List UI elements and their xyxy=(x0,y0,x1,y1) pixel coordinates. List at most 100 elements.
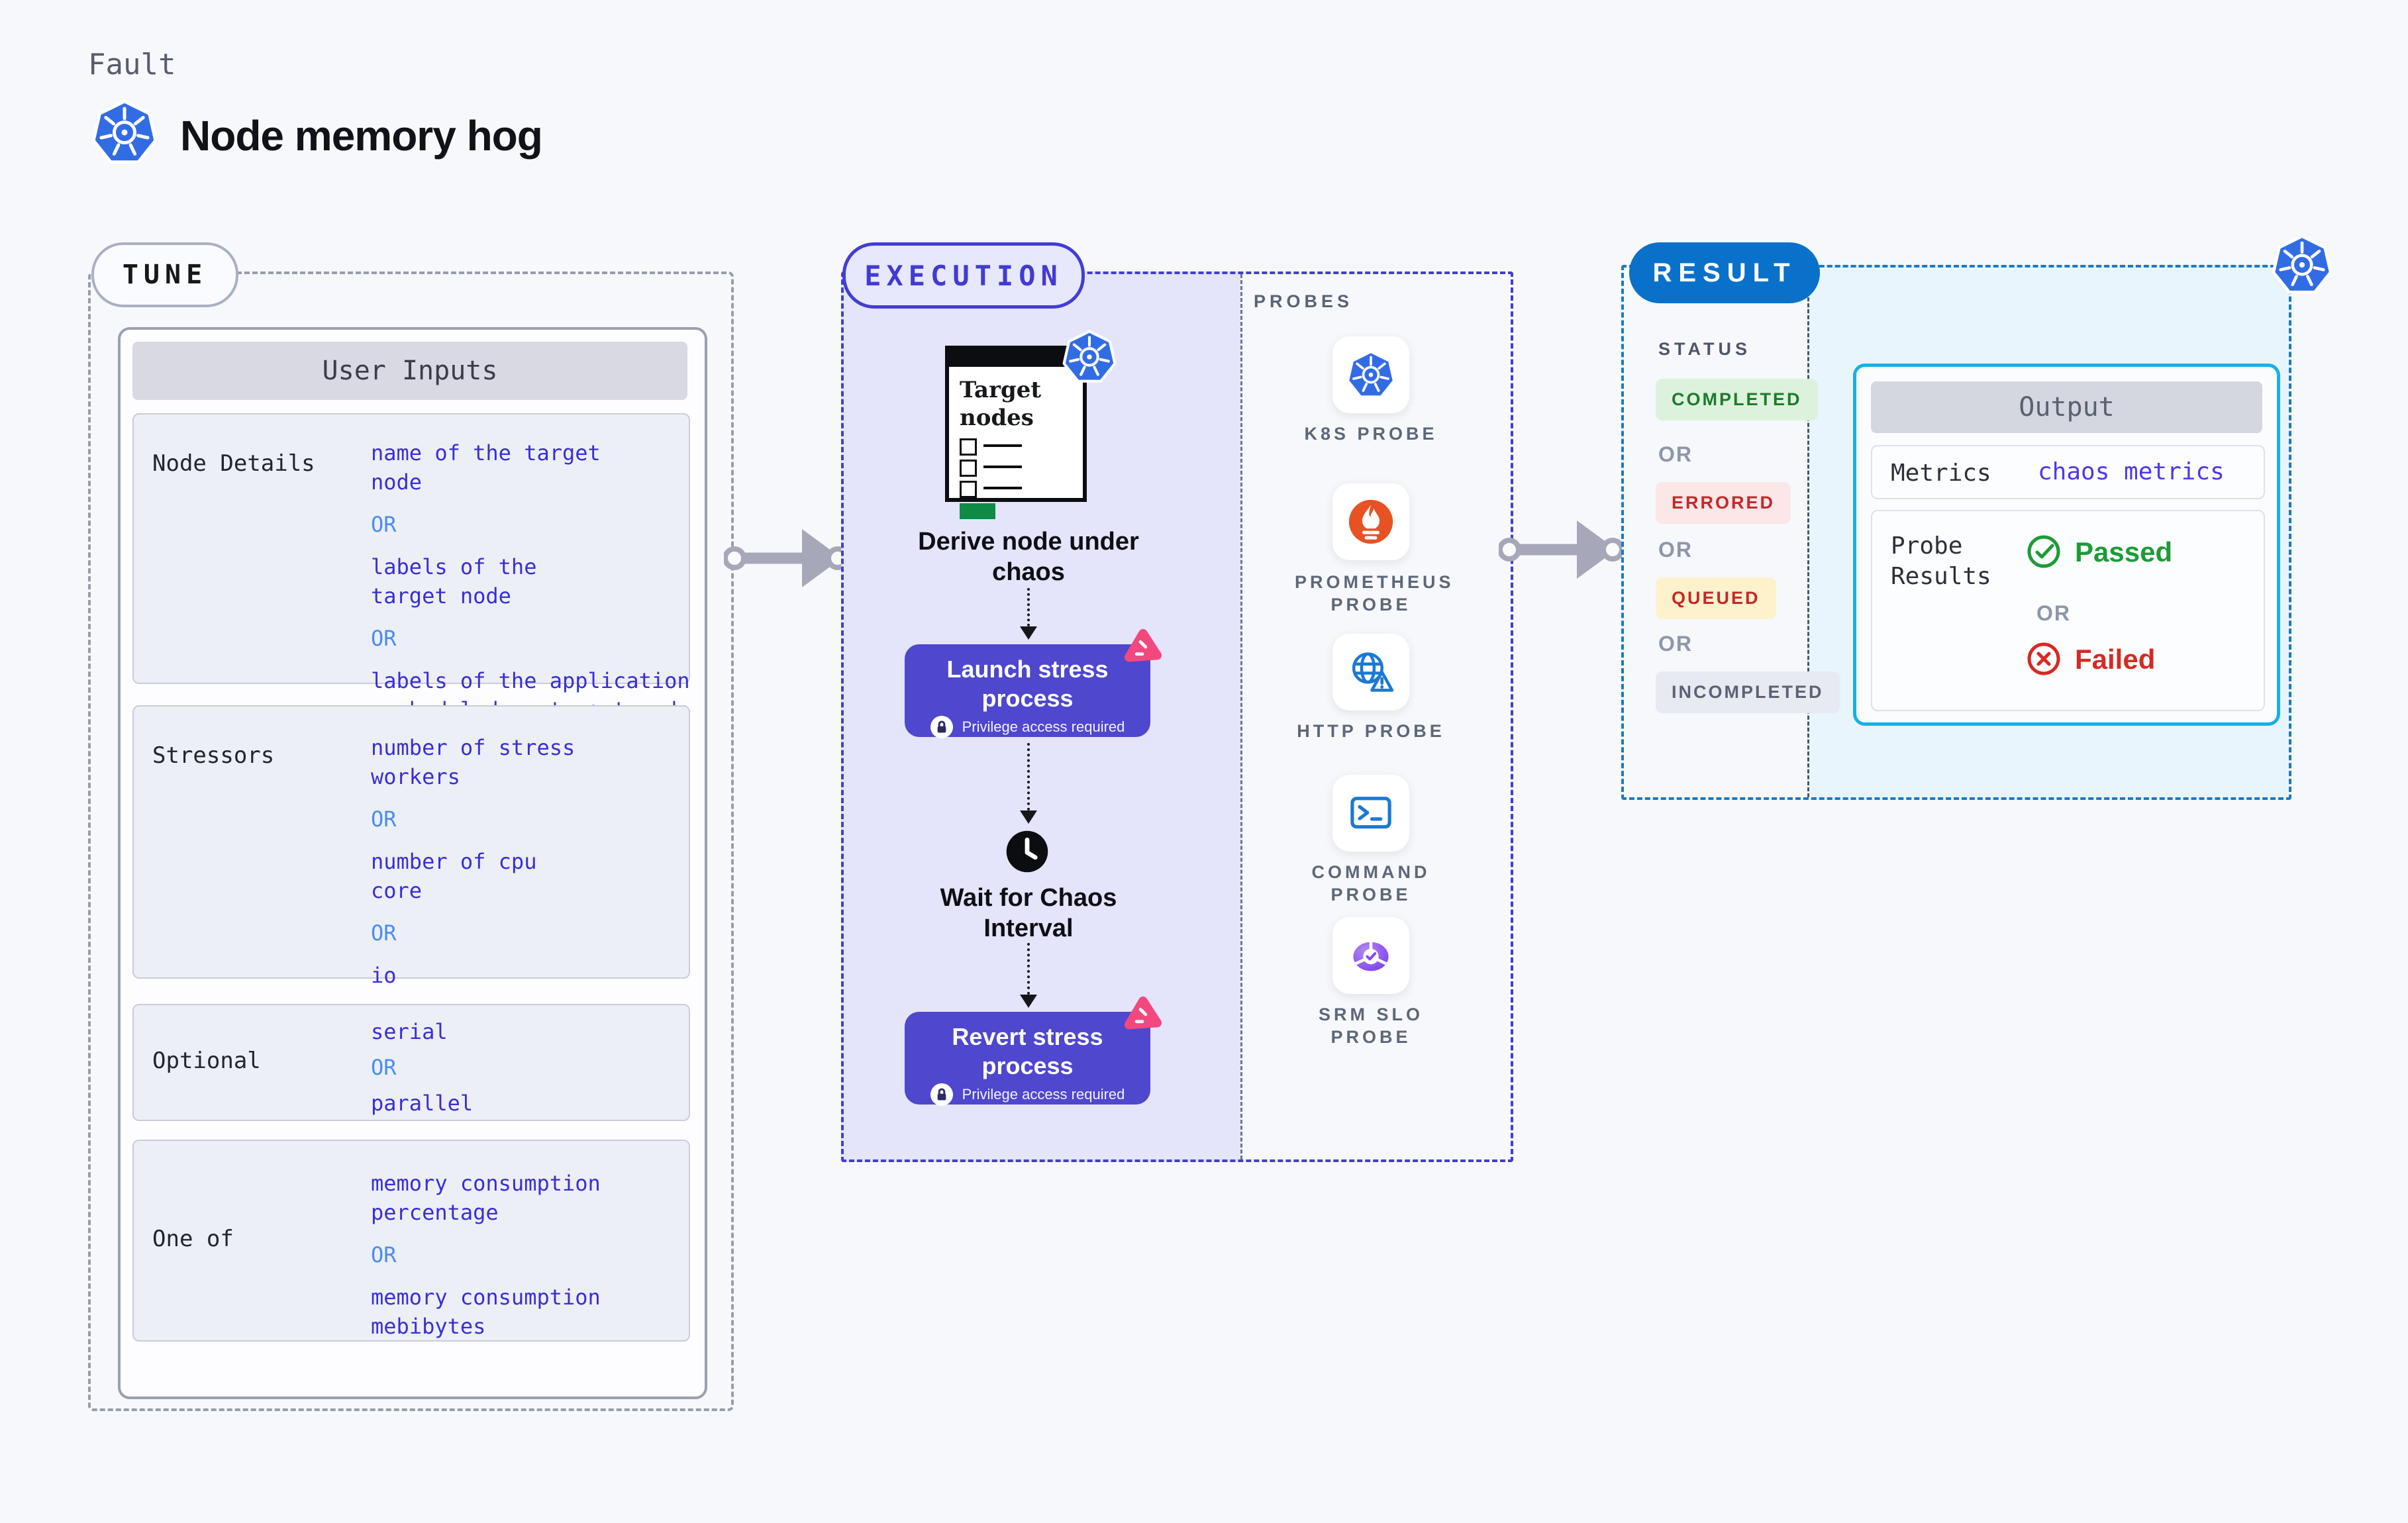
probe-card-k8s xyxy=(1332,336,1409,413)
fault-eyebrow: Fault xyxy=(88,48,176,81)
probes-column-label: PROBES xyxy=(1254,291,1354,311)
window-green-button xyxy=(960,503,995,519)
passed-label: Passed xyxy=(2075,536,2173,567)
execution-section-frame xyxy=(841,271,1513,1162)
revert-stress-process-step: Revert stress process Privilege access r… xyxy=(905,1012,1150,1106)
status-badge-incompleted: INCOMPLETED xyxy=(1656,671,1840,713)
probe-label: SRM SLO PROBE xyxy=(1318,1005,1423,1047)
arrow-down-icon xyxy=(1020,811,1037,824)
or-separator: OR xyxy=(1658,632,1693,656)
output-header: Output xyxy=(1871,381,2262,433)
status-badge-errored: ERRORED xyxy=(1656,482,1791,524)
checkbox-icon xyxy=(960,438,977,456)
row-value: parallel xyxy=(371,1091,474,1116)
probe-label: PROMETHEUS PROBE xyxy=(1295,572,1454,614)
tune-badge-label: TUNE xyxy=(122,260,208,290)
derive-node-caption: Derive node under chaos xyxy=(918,528,1139,586)
status-badge-completed: COMPLETED xyxy=(1656,379,1818,420)
clock-icon xyxy=(1005,829,1050,874)
window-title: Target nodes xyxy=(960,377,1042,431)
probe-label: K8S PROBE xyxy=(1304,424,1438,444)
status-badge-queued: QUEUED xyxy=(1656,577,1776,619)
target-nodes-window: Target nodes xyxy=(945,346,1087,519)
row-value: number of cpu core xyxy=(371,849,537,903)
execution-probes-divider xyxy=(1240,274,1242,1159)
probe-label: COMMAND PROBE xyxy=(1311,862,1430,905)
row-one-of: One of memory consumption percentage OR … xyxy=(132,1140,690,1342)
chaos-pink-icon xyxy=(1121,995,1162,1036)
status-column-label: STATUS xyxy=(1658,339,1751,359)
probe-results-label: Probe Results xyxy=(1891,532,1991,590)
launch-step-label: Launch stress process xyxy=(946,656,1109,712)
failed-label: Failed xyxy=(2075,644,2156,675)
slo-gauge-icon xyxy=(1345,930,1397,981)
kubernetes-icon xyxy=(1346,350,1395,399)
launch-stress-process-step: Launch stress process Privilege access r… xyxy=(905,644,1150,738)
row-value: io xyxy=(371,963,397,988)
flow-connector xyxy=(1027,743,1030,811)
row-value: memory consumption percentage xyxy=(371,1171,601,1225)
output-title: Output xyxy=(2019,392,2115,422)
or-separator: OR xyxy=(371,920,397,946)
checkbox-icon xyxy=(960,481,977,498)
probe-label: HTTP PROBE xyxy=(1297,721,1445,741)
probe-card-http xyxy=(1332,634,1409,711)
page-title: Node memory hog xyxy=(180,112,543,160)
probe-results-row: Probe Results Passed OR Failed xyxy=(1871,510,2265,711)
result-section-frame xyxy=(1621,265,2291,800)
lock-icon xyxy=(930,1083,953,1106)
row-label: Node Details xyxy=(152,450,315,477)
lock-icon xyxy=(930,716,953,738)
check-circle-icon xyxy=(2027,535,2060,568)
or-separator: OR xyxy=(371,807,397,832)
row-label: One of xyxy=(152,1226,234,1252)
tune-section-frame xyxy=(88,271,734,1411)
or-separator: OR xyxy=(1658,538,1693,562)
row-stressors: Stressors number of stress workers OR nu… xyxy=(132,705,690,988)
output-box: Output Metrics chaos metrics Probe Resul… xyxy=(1853,364,2280,726)
row-label: Optional xyxy=(152,1048,261,1074)
arrow-tune-to-execution-icon xyxy=(724,518,847,598)
arrow-down-icon xyxy=(1020,626,1037,640)
result-badge: RESULT xyxy=(1629,242,1820,303)
list-line xyxy=(983,444,1022,447)
revert-step-label: Revert stress process xyxy=(952,1023,1103,1079)
row-value: number of stress workers xyxy=(371,735,576,789)
or-separator: OR xyxy=(371,1055,397,1080)
x-circle-icon xyxy=(2027,642,2060,675)
row-node-details: Node Details name of the target node OR … xyxy=(132,413,690,722)
kubernetes-icon xyxy=(91,99,158,166)
or-separator: OR xyxy=(371,512,397,537)
result-status-divider xyxy=(1807,268,1809,797)
probe-card-command xyxy=(1332,775,1409,852)
arrow-execution-to-result-icon xyxy=(1499,510,1622,589)
row-value: name of the target node xyxy=(371,440,601,495)
prometheus-icon xyxy=(1348,499,1393,544)
metrics-label: Metrics xyxy=(1891,460,1991,487)
privilege-note: Privilege access required xyxy=(962,718,1125,735)
probe-card-srm-slo xyxy=(1332,917,1409,994)
http-globe-icon xyxy=(1346,647,1396,697)
flow-connector xyxy=(1027,588,1030,626)
or-separator: OR xyxy=(2036,601,2071,625)
user-inputs-header: User Inputs xyxy=(132,342,687,400)
chaos-pink-icon xyxy=(1121,628,1162,669)
probe-card-prometheus xyxy=(1332,483,1409,560)
wait-chaos-caption: Wait for Chaos Interval xyxy=(940,884,1117,942)
row-value: labels of the target node xyxy=(371,554,537,609)
or-separator: OR xyxy=(371,1242,397,1267)
result-badge-label: RESULT xyxy=(1652,258,1797,287)
flow-connector xyxy=(1027,943,1030,995)
terminal-icon xyxy=(1346,789,1395,838)
tune-badge: TUNE xyxy=(91,242,238,307)
metrics-row: Metrics chaos metrics xyxy=(1871,445,2265,499)
or-separator: OR xyxy=(1658,442,1693,466)
row-optional: Optional serial OR parallel xyxy=(132,1004,690,1121)
user-inputs-title: User Inputs xyxy=(322,356,498,386)
row-label: Stressors xyxy=(152,742,275,769)
checkbox-icon xyxy=(960,460,977,477)
kubernetes-icon xyxy=(1062,330,1117,384)
or-separator: OR xyxy=(371,626,397,651)
window-titlebar xyxy=(949,350,1083,367)
metrics-value: chaos metrics xyxy=(2038,458,2225,485)
